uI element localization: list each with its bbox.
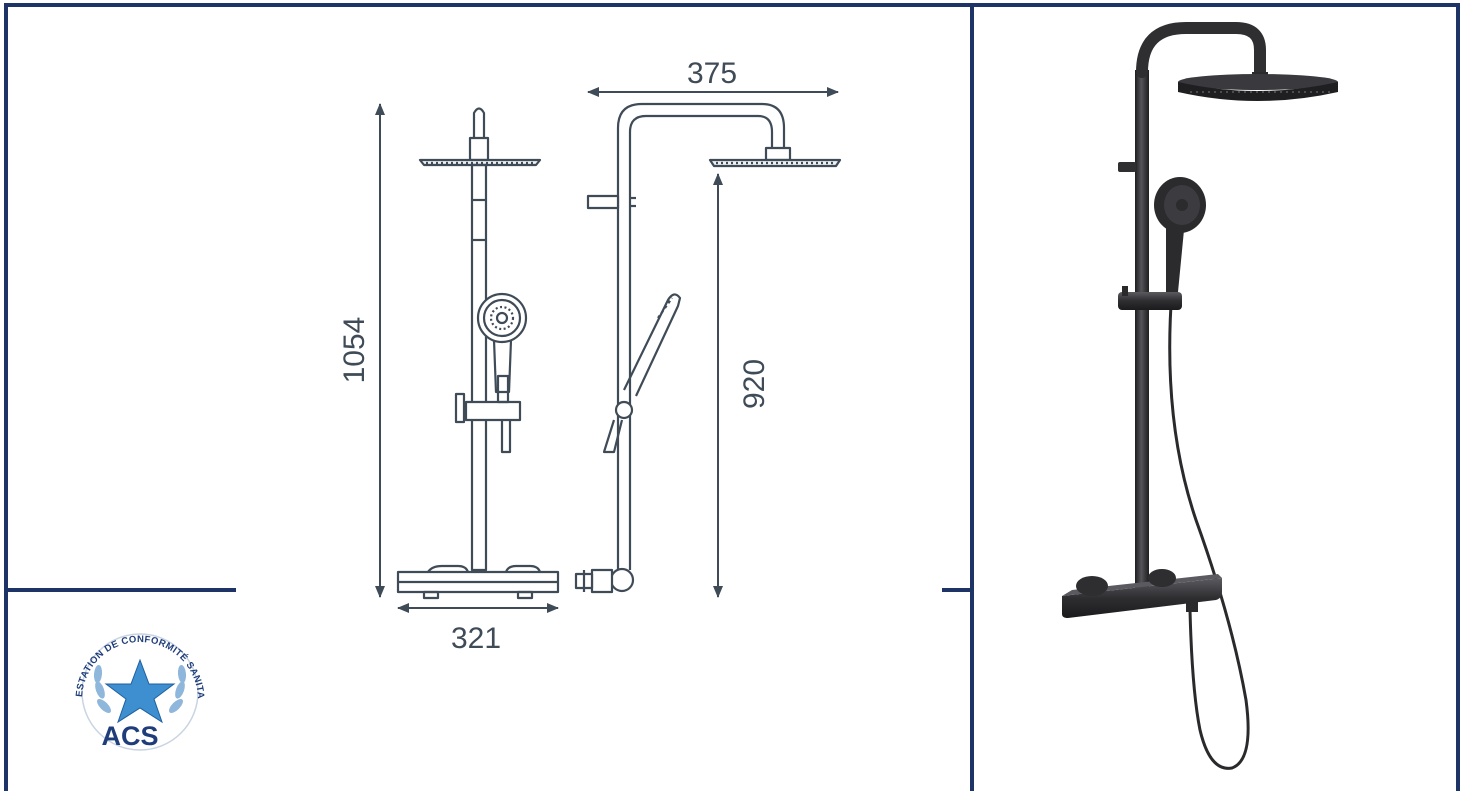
dimension-lines bbox=[375, 87, 839, 613]
side-view-drawing bbox=[574, 102, 842, 594]
dim-label-hand-height: 920 bbox=[738, 359, 771, 409]
laurel-icon bbox=[93, 665, 187, 713]
acs-certification-badge: ATTESTATION DE CONFORMITÉ SANITAIRE ACS bbox=[0, 0, 206, 751]
star-icon bbox=[104, 658, 176, 724]
dim-label-bar-width: 321 bbox=[451, 622, 501, 655]
svg-text:ATTESTATION DE CONFORMITÉ SANI: ATTESTATION DE CONFORMITÉ SANITAIRE bbox=[0, 0, 206, 699]
shower-hose bbox=[1168, 289, 1250, 770]
page-frame bbox=[4, 3, 1460, 791]
badge-arc-text: ATTESTATION DE CONFORMITÉ SANITAIRE bbox=[0, 0, 206, 699]
dim-label-top-width: 375 bbox=[687, 57, 737, 90]
product-photo bbox=[1062, 22, 1338, 770]
dim-label-total-height: 1054 bbox=[338, 317, 371, 384]
front-view-drawing bbox=[396, 107, 560, 600]
badge-acronym: ACS bbox=[101, 721, 158, 751]
